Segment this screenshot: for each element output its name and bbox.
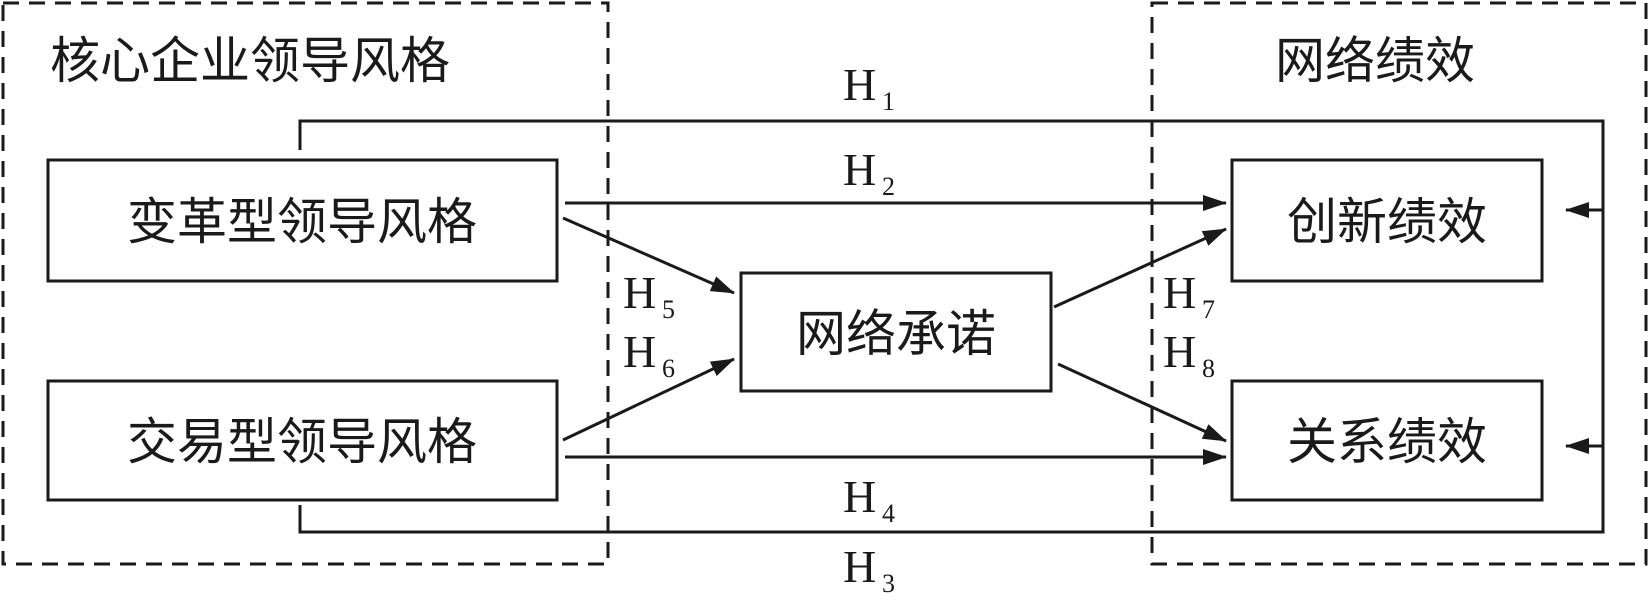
svg-text:H: H — [843, 144, 876, 195]
svg-text:8: 8 — [1202, 354, 1215, 383]
node-transactional-box — [46, 379, 559, 502]
label-h3: H 3 — [843, 541, 895, 598]
label-h6: H 6 — [623, 326, 675, 383]
svg-text:H: H — [1163, 326, 1196, 377]
svg-text:5: 5 — [662, 295, 675, 324]
svg-text:7: 7 — [1202, 295, 1215, 324]
group-network-performance-title: 网络绩效 — [1275, 32, 1475, 90]
node-transformational-label: 变革型领导风格 — [127, 193, 477, 251]
group-network-performance-frame — [1150, 1, 1648, 566]
svg-text:H: H — [843, 59, 876, 110]
label-h8: H 8 — [1163, 326, 1215, 383]
edge-h5 — [562, 216, 735, 295]
label-h7: H 7 — [1163, 267, 1215, 324]
svg-text:2: 2 — [882, 172, 895, 201]
edge-h8 — [1057, 362, 1227, 443]
svg-text:6: 6 — [662, 354, 675, 383]
edge-h7 — [1053, 227, 1227, 309]
svg-text:H: H — [623, 326, 656, 377]
edge-h1 — [298, 119, 1605, 454]
label-h4: H 4 — [843, 471, 895, 528]
node-relationship-performance-box — [1230, 379, 1544, 502]
node-relationship-performance-label: 关系绩效 — [1287, 413, 1487, 471]
label-h1: H 1 — [843, 59, 895, 116]
group-leadership-style-title: 核心企业领导风格 — [50, 32, 450, 90]
svg-text:3: 3 — [882, 569, 895, 597]
svg-text:1: 1 — [882, 87, 895, 116]
group-leadership-style-frame — [1, 1, 610, 566]
edge-h6 — [562, 357, 735, 442]
label-h5: H 5 — [623, 267, 675, 324]
node-transactional-label: 交易型领导风格 — [127, 413, 477, 471]
svg-text:4: 4 — [882, 499, 895, 528]
node-innovation-performance-box — [1230, 158, 1544, 283]
node-transformational-box — [46, 158, 559, 283]
svg-text:H: H — [623, 267, 656, 318]
node-innovation-performance-label: 创新绩效 — [1287, 193, 1487, 251]
svg-text:H: H — [1163, 267, 1196, 318]
edge-h3 — [298, 202, 1605, 534]
svg-text:H: H — [843, 541, 876, 592]
svg-text:H: H — [843, 471, 876, 522]
label-h2: H 2 — [843, 144, 895, 201]
node-network-commitment-label: 网络承诺 — [796, 305, 996, 363]
node-network-commitment-box — [739, 271, 1053, 393]
